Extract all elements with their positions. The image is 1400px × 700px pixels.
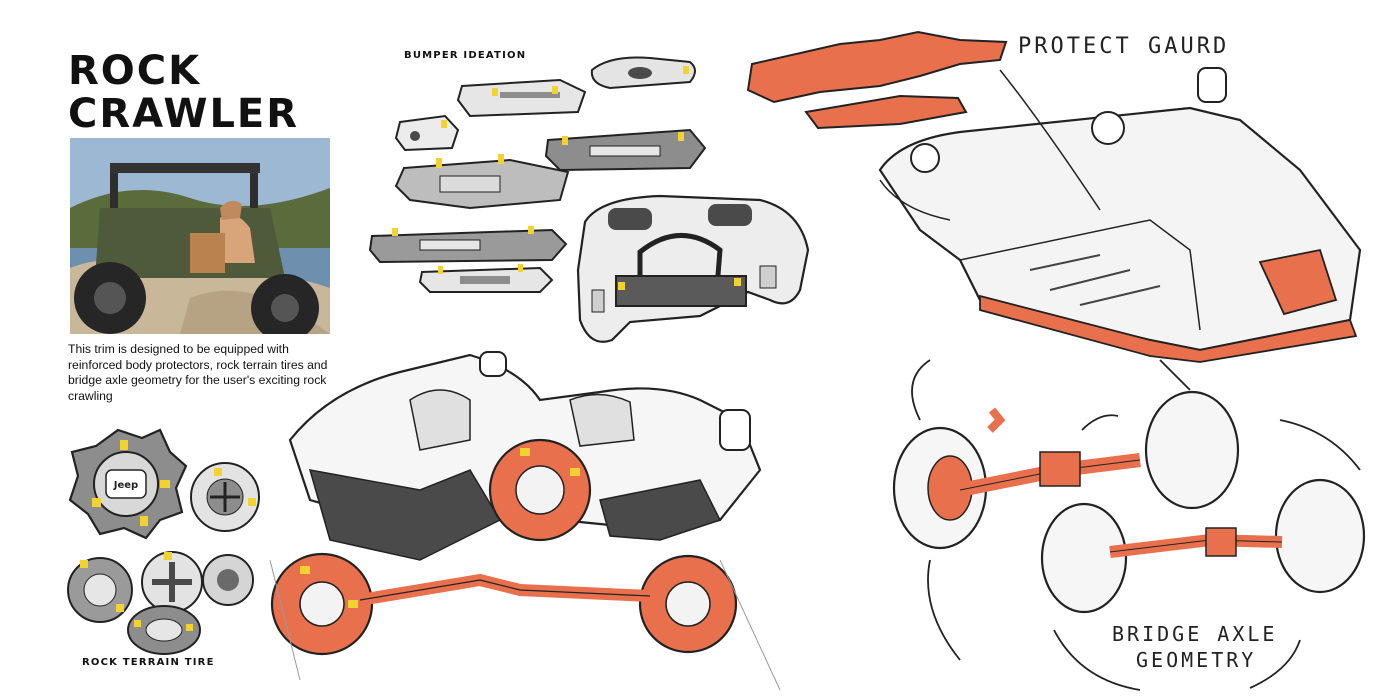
vehicle-rear-tire <box>270 552 374 656</box>
bumper-sketch-3 <box>394 114 460 152</box>
bumper-sketch-1 <box>590 56 696 90</box>
description-text: This trim is designed to be equipped wit… <box>68 342 328 403</box>
protect-guard-parts <box>746 30 1008 130</box>
bumper-sketch-5 <box>394 154 570 210</box>
bridge-axle-label-line1: BRIDGE AXLE <box>1112 622 1278 646</box>
bumper-sketch-2 <box>456 78 587 118</box>
rock-terrain-tire-5 <box>202 554 254 606</box>
axle-tire-3 <box>1040 502 1128 614</box>
axle-tire-2 <box>1144 390 1240 510</box>
bumper-sketch-7 <box>418 264 554 293</box>
axle-tire-1 <box>892 426 988 550</box>
axle-tire-4 <box>1274 478 1366 594</box>
page-title: ROCK CRAWLER <box>68 50 299 136</box>
front-bumper-sketch <box>576 194 810 343</box>
bridge-axle-sketch <box>892 359 1366 691</box>
bumper-ideation-label: BUMPER IDEATION <box>404 50 527 61</box>
skid-plate-sketch <box>878 67 1362 363</box>
rock-terrain-tire-label: ROCK TERRAIN TIRE <box>82 657 215 668</box>
title-line-1: ROCK <box>68 48 202 94</box>
vehicle-front-right-tire <box>638 554 738 654</box>
bridge-axle-label-line2: GEOMETRY <box>1136 648 1257 672</box>
rock-terrain-tire-6 <box>127 605 201 655</box>
rock-terrain-tire-3 <box>67 557 133 623</box>
protect-guard-label: PROTECT GAURD <box>1018 34 1230 59</box>
vehicle-front-tire <box>488 438 592 542</box>
reference-photo <box>70 138 330 334</box>
title-line-2: CRAWLER <box>68 91 300 137</box>
bumper-sketch-6 <box>368 226 568 264</box>
bumper-sketch-4 <box>544 128 707 172</box>
tire-badge-text: Jeep <box>113 480 138 491</box>
rock-terrain-tire-main: Jeep <box>68 428 188 540</box>
rock-terrain-tire-2 <box>190 462 260 532</box>
rock-crawler-vehicle-sketch <box>269 351 781 691</box>
rock-terrain-tire-4 <box>141 551 203 613</box>
